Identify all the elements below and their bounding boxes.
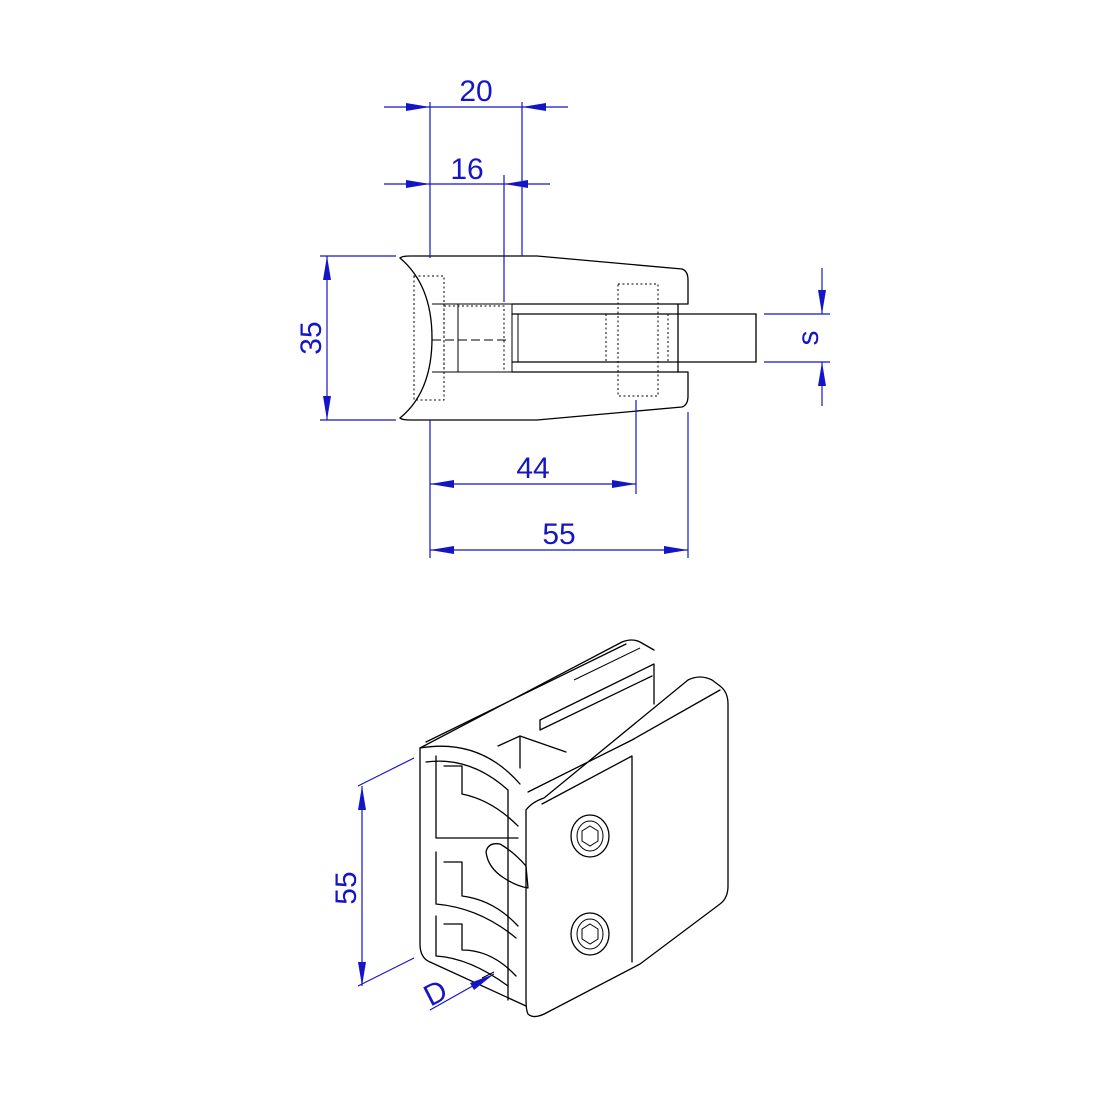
- dimension-35: 35: [295, 255, 396, 421]
- dim-label-35: 35: [295, 321, 328, 354]
- iso-dimension-D: D: [419, 973, 495, 1013]
- screw-top: [570, 814, 610, 858]
- dim-label-s: s: [792, 331, 825, 346]
- dim-label-55: 55: [542, 518, 575, 551]
- dim-label-20: 20: [459, 75, 492, 108]
- clamp-iso-outline: [419, 639, 729, 1018]
- dim-label-44: 44: [516, 452, 549, 485]
- iso-dimension-55: 55: [330, 757, 415, 987]
- iso-dim-label-D: D: [419, 974, 453, 1013]
- dimension-55: 55: [430, 412, 689, 558]
- screw-bottom: [570, 912, 610, 956]
- dimension-16: 16: [384, 153, 550, 302]
- dim-label-16: 16: [450, 153, 483, 186]
- dimension-s: s: [764, 268, 830, 406]
- clamp-body-outline: [399, 255, 757, 421]
- dimension-44: 44: [429, 400, 637, 558]
- iso-view: 55 D: [330, 639, 729, 1018]
- hidden-lines: [413, 275, 669, 401]
- side-view: 20 16 35 s: [295, 75, 830, 558]
- dimension-20: 20: [384, 75, 568, 258]
- iso-dim-label-55: 55: [330, 871, 363, 904]
